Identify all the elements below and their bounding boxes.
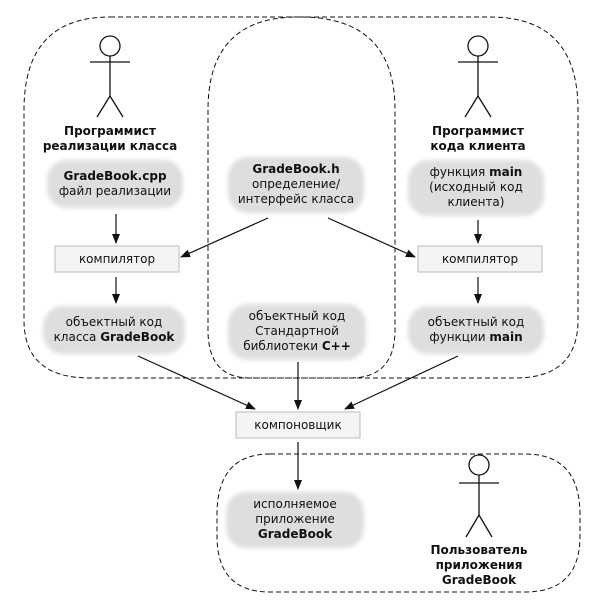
linker-label: компоновщик [254,418,342,432]
app-user-label-line1: Пользователь [430,543,528,557]
obj-gradebook-line1: объектный код [65,315,163,329]
gradebook-h-label: GradeBook.h определение/ интерфейс класс… [228,162,364,207]
client-programmer-label-line2: кода клиента [430,139,526,153]
arrow-h-to-right-compiler [327,217,416,258]
gradebook-cpp-label: GradeBook.cpp файл реализации [47,169,183,199]
class-programmer-label: Программист реализации класса [35,124,185,154]
arrow-obj-gradebook-to-linker [137,355,256,410]
dashed-regions [23,16,581,593]
main-source-desc2: клиента) [447,195,505,209]
obj-main-name: main [489,330,523,344]
compiler-left-label: компилятор [78,252,156,266]
app-user-label: Пользователь приложения GradeBook [419,543,539,588]
gradebook-cpp-filename: GradeBook.cpp [63,169,167,183]
blob-executable [226,492,364,548]
gradebook-h-desc1: определение/ [252,177,340,191]
main-source-name: main [489,165,523,179]
blobs [43,157,544,548]
obj-gradebook-name: GradeBook [100,330,175,344]
client-programmer-label: Программист кода клиента [403,124,553,154]
obj-stdlib-line2: Стандартной [255,324,339,338]
arrow-h-to-left-compiler [180,217,269,258]
arrows [112,214,482,490]
blob-gradebook-cpp [47,160,183,208]
boxes [54,245,543,439]
obj-stdlib-label: объектный код Стандартной библиотеки C++ [228,309,366,354]
box-linker [235,411,361,439]
blob-obj-stdlib [228,304,366,360]
blob-obj-gradebook [43,306,185,354]
client-programmer-figure [458,35,498,118]
obj-gradebook-label: объектный код класса GradeBook [43,315,185,345]
compiler-right-label: компилятор [441,252,519,266]
main-source-desc1: (исходный код [429,180,523,194]
main-source-prefix: функция [429,165,490,179]
executable-label: исполняемое приложение GradeBook [226,497,364,542]
blob-gradebook-h [228,157,364,213]
app-user-label-line3: GradeBook [441,573,517,587]
executable-name: GradeBook [257,527,333,541]
class-programmer-label-line2: реализации класса [42,139,178,153]
executable-line2: приложение [255,512,335,526]
arrow-obj-main-to-linker [344,355,459,410]
stick-figures [90,35,499,538]
box-compiler-left [54,245,180,273]
obj-gradebook-prefix: класса [53,330,101,344]
obj-stdlib-prefix: библиотеки [243,339,322,353]
obj-stdlib-name: C++ [321,339,351,353]
box-compiler-right [417,245,543,273]
obj-main-line1: объектный код [427,315,525,329]
class-programmer-region [23,16,396,379]
app-user-region [216,453,581,593]
class-programmer-label-line1: Программист [64,124,156,138]
gradebook-h-filename: GradeBook.h [252,162,340,176]
blob-main-source [408,160,544,216]
main-source-label: функция main (исходный код клиента) [408,165,544,210]
app-user-figure [459,454,499,538]
gradebook-cpp-desc: файл реализации [58,184,172,198]
obj-main-label: объектный код функции main [408,315,544,345]
executable-line1: исполняемое [253,497,337,511]
obj-stdlib-line1: объектный код [248,309,346,323]
client-programmer-label-line1: Программист [432,124,524,138]
class-programmer-figure [90,35,130,118]
gradebook-h-desc2: интерфейс класса [237,192,355,206]
obj-main-prefix: функции [429,330,490,344]
blob-obj-main [408,306,544,354]
app-user-label-line2: приложения [435,558,523,572]
